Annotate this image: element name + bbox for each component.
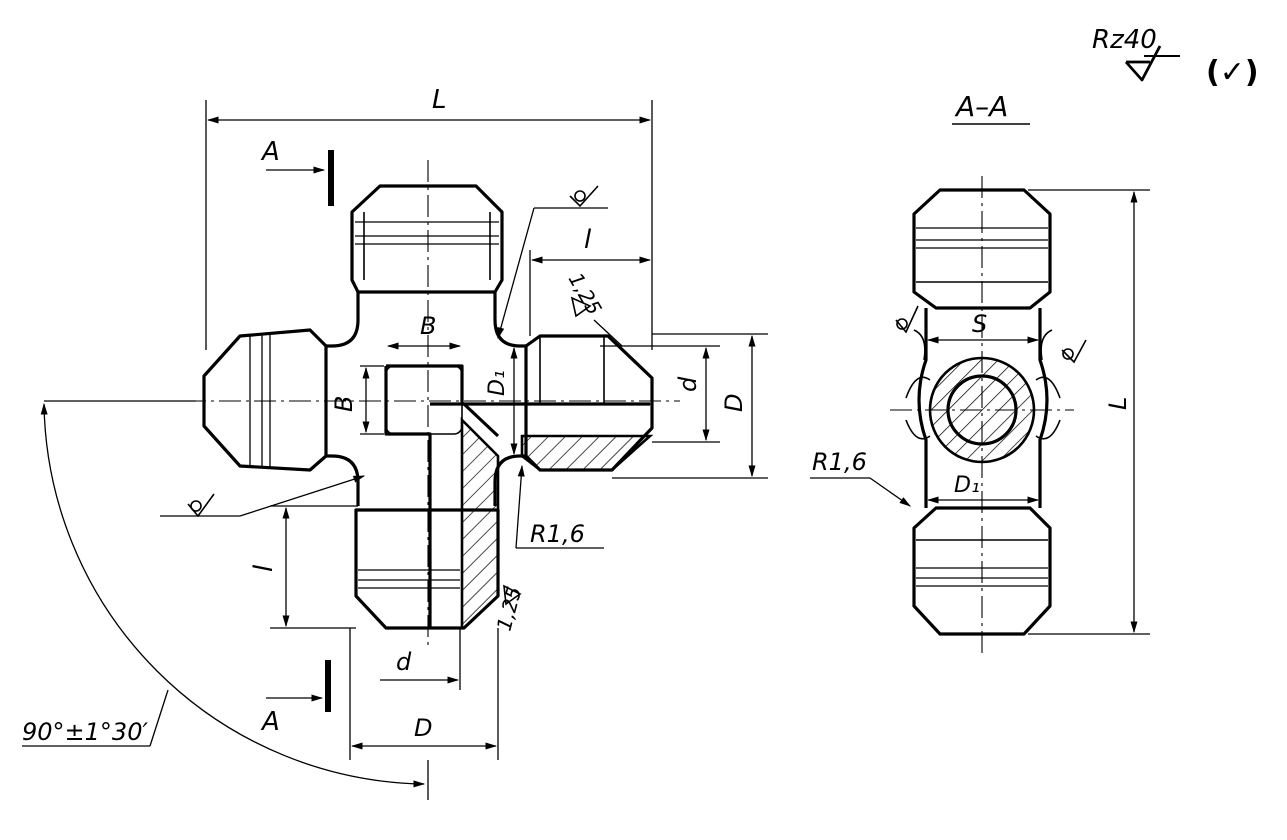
section-A-top: A xyxy=(260,137,280,167)
radius-section: R1,6 xyxy=(812,448,867,476)
section-view: A–A S D₁ L xyxy=(810,90,1150,654)
section-title: A–A xyxy=(954,90,1008,123)
dim-l-left: l xyxy=(249,564,279,572)
top-arm xyxy=(350,184,504,294)
angle-label: 90°±1°30′ xyxy=(22,718,148,746)
dim-B-horizontal: B xyxy=(420,312,436,340)
dim-D1-section: D₁ xyxy=(954,473,980,498)
finish-face-upper: 1,25 xyxy=(564,269,607,320)
dim-D1-main: D₁ xyxy=(485,370,510,396)
angle-arc xyxy=(40,402,426,788)
dim-B-vertical: B xyxy=(330,396,358,412)
dim-l-right: l xyxy=(584,225,592,255)
main-view: L A A B B D₁ d D l xyxy=(22,85,768,800)
dim-d-right: d xyxy=(674,376,702,392)
dim-d-bottom: d xyxy=(396,648,412,676)
dim-L-label: L xyxy=(432,85,447,115)
finish-main-label: Rz40 xyxy=(1092,25,1157,55)
dim-L-section: L xyxy=(1104,397,1132,410)
radius-main: R1,6 xyxy=(530,520,585,548)
finish-general-label: (✓) xyxy=(1206,55,1259,90)
dim-S-label: S xyxy=(972,310,987,338)
dim-D-right: D xyxy=(720,394,748,412)
dim-D-bottom: D xyxy=(414,714,432,742)
left-arm xyxy=(202,328,328,472)
section-A-bottom: A xyxy=(260,707,280,737)
surface-finish-note: Rz40 (✓) xyxy=(1092,25,1259,90)
